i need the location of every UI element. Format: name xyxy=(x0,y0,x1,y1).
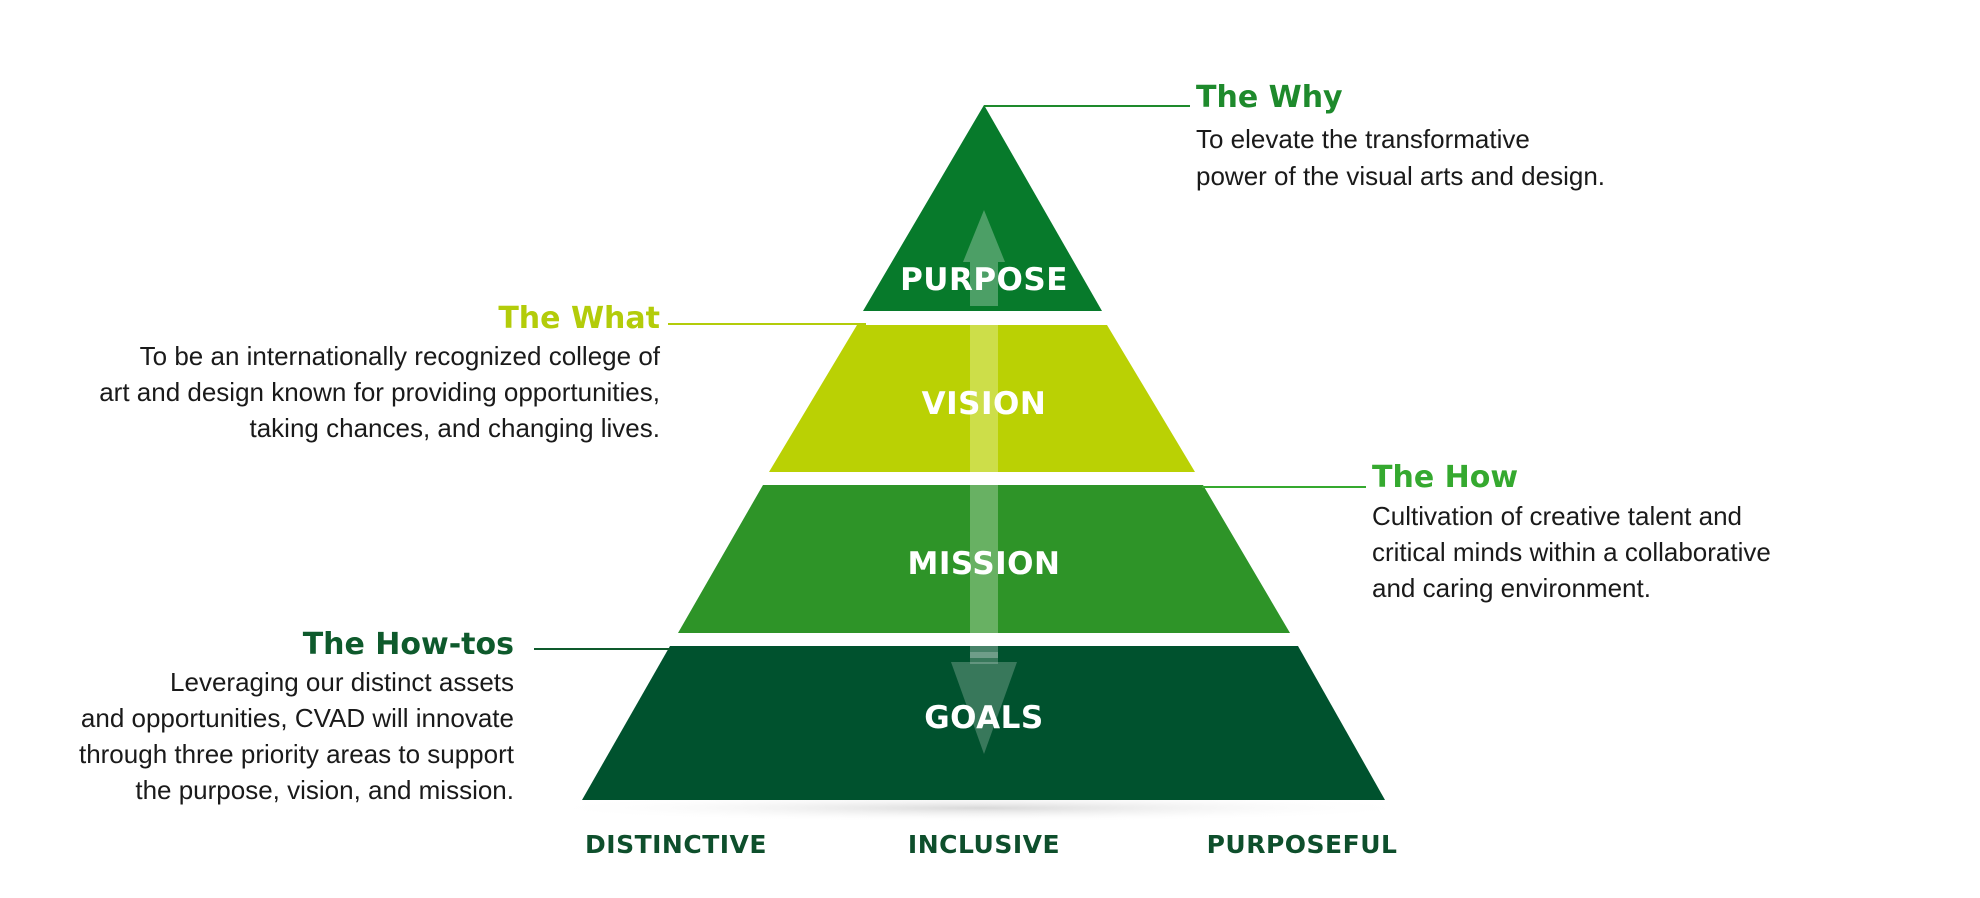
tier-goals xyxy=(582,646,1385,800)
tier-label-mission: MISSION xyxy=(908,546,1061,582)
what-line-2: art and design known for providing oppor… xyxy=(99,377,660,407)
howtos-line-4: the purpose, vision, and mission. xyxy=(135,775,514,805)
pyramid-shadow xyxy=(535,794,1425,822)
what-heading: The What xyxy=(498,301,660,336)
pillar-purposeful: PURPOSEFUL xyxy=(1207,830,1398,859)
howtos-heading: The How-tos xyxy=(303,627,514,662)
pillar-distinctive: DISTINCTIVE xyxy=(585,830,767,859)
tier-label-vision: VISION xyxy=(922,386,1047,422)
what-line-3: taking chances, and changing lives. xyxy=(250,413,661,443)
why-heading: The Why xyxy=(1196,80,1343,115)
tier-label-purpose: PURPOSE xyxy=(900,262,1068,298)
tier-label-goals: GOALS xyxy=(924,700,1044,736)
tier-vision xyxy=(769,325,1195,472)
howtos-line-3: through three priority areas to support xyxy=(79,739,515,769)
how-line-1: Cultivation of creative talent and xyxy=(1372,501,1742,531)
how-heading: The How xyxy=(1372,460,1518,495)
what-line-1: To be an internationally recognized coll… xyxy=(140,341,661,371)
howtos-line-1: Leveraging our distinct assets xyxy=(170,667,514,697)
tier-purpose xyxy=(863,105,1102,311)
up-down-arrow-icon xyxy=(951,210,1017,754)
how-line-2: critical minds within a collaborative xyxy=(1372,537,1771,567)
pillar-inclusive: INCLUSIVE xyxy=(908,830,1060,859)
howtos-line-2: and opportunities, CVAD will innovate xyxy=(81,703,514,733)
tier-mission xyxy=(678,485,1290,633)
why-line-1: To elevate the transformative xyxy=(1196,124,1530,154)
how-line-3: and caring environment. xyxy=(1372,573,1651,603)
why-line-2: power of the visual arts and design. xyxy=(1196,161,1605,191)
